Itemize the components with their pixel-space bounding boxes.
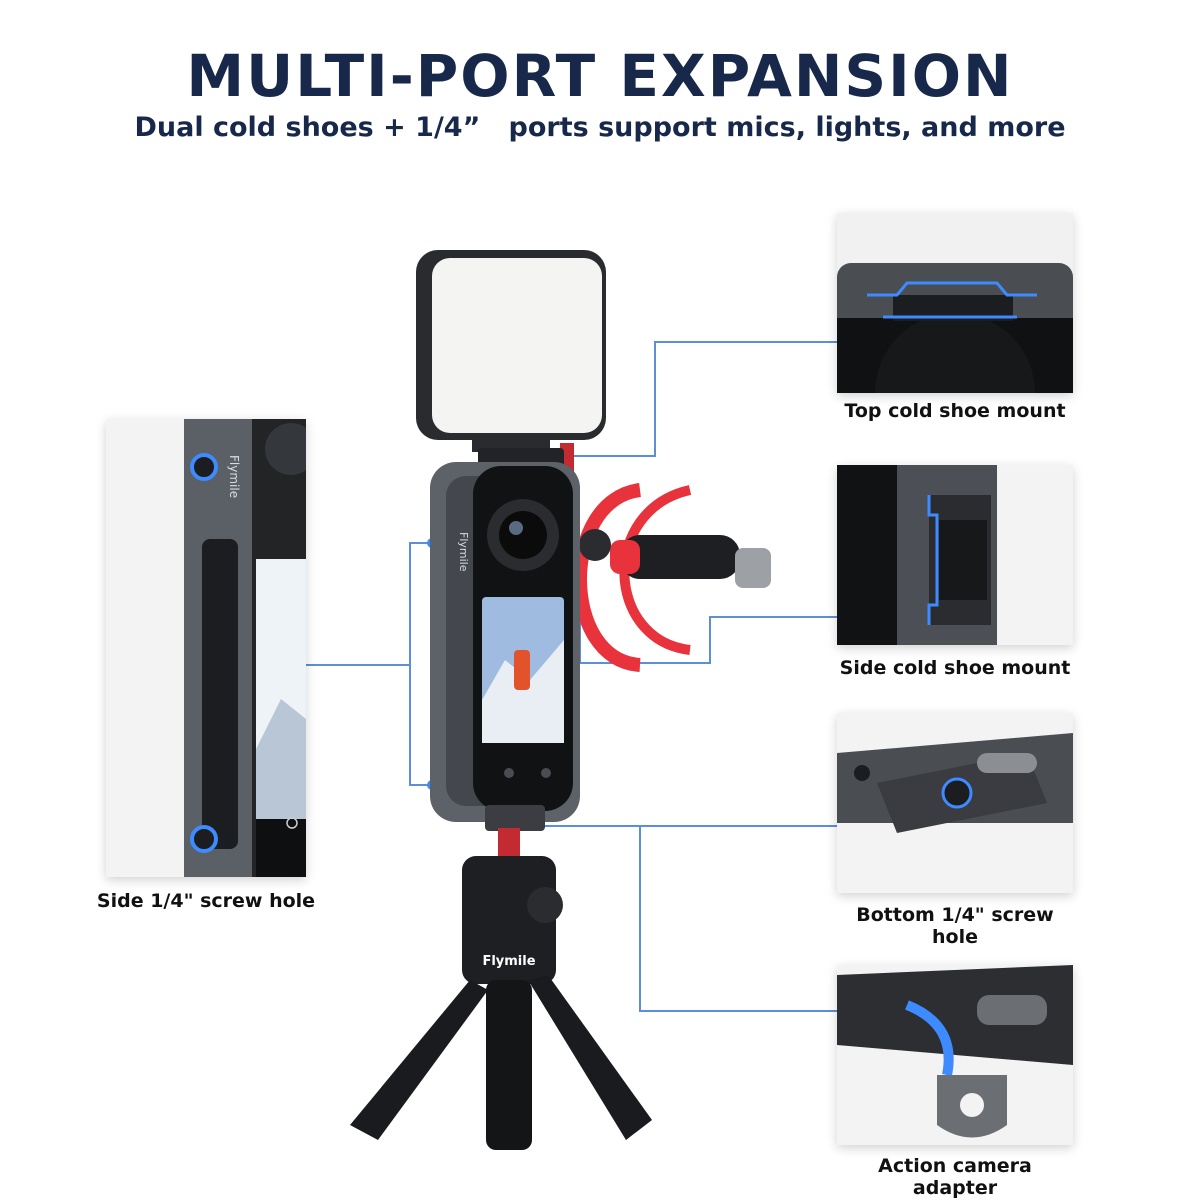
cage-brand-mark: Flymile xyxy=(457,532,470,572)
action-adapter-caption: Action camera adapter xyxy=(878,1155,1032,1199)
side-screw-hole-card: Flymile xyxy=(106,419,306,877)
side-screw-hole-image: Flymile xyxy=(184,419,306,877)
callout-line-action-adapter xyxy=(639,826,838,1012)
bottom-screw-hole-image xyxy=(837,713,1073,893)
page-title: MULTI-PORT EXPANSION xyxy=(186,42,1014,110)
side-screw-hole-caption: Side 1/4" screw hole xyxy=(96,890,316,912)
action-adapter-image xyxy=(837,965,1073,1145)
ball-head-stem xyxy=(498,828,520,858)
callout-line-top-cold-shoe xyxy=(537,341,838,457)
tripod-brand-mark: Flymile xyxy=(482,954,535,969)
side-cold-shoe-card xyxy=(837,465,1073,645)
camera-cage: Flymile xyxy=(430,462,580,831)
bottom-screw-hole-card xyxy=(837,713,1073,893)
page-subtitle: Dual cold shoes + 1/4” ports support mic… xyxy=(134,112,1066,143)
action-adapter-card xyxy=(837,965,1073,1145)
side-cold-shoe-caption: Side cold shoe mount xyxy=(839,657,1071,679)
top-cold-shoe-card xyxy=(837,213,1073,393)
bottom-screw-hole-caption: Bottom 1/4" screw hole xyxy=(856,904,1054,948)
microphone xyxy=(573,483,771,672)
top-cold-shoe-image xyxy=(837,213,1073,393)
cage-brand-mark-left: Flymile xyxy=(227,455,241,498)
top-cold-shoe-caption: Top cold shoe mount xyxy=(844,400,1066,422)
side-cold-shoe-image xyxy=(837,465,1073,645)
led-light xyxy=(416,250,606,452)
mini-tripod: Flymile xyxy=(350,856,652,1150)
